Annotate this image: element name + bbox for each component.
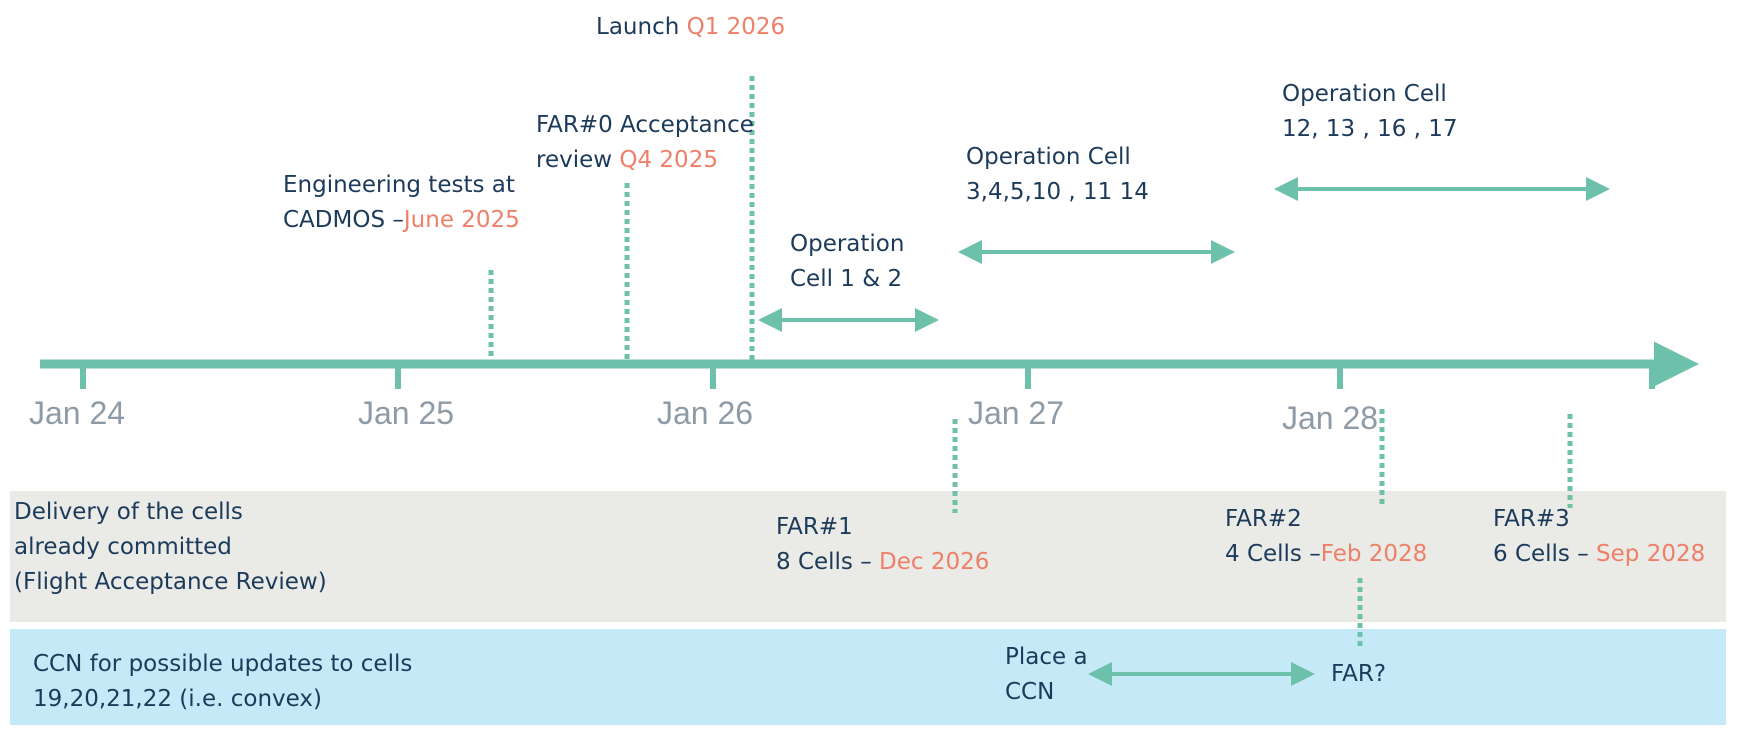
far0-line1: FAR#0 Acceptance — [536, 112, 754, 138]
far2-date: Feb 2028 — [1320, 541, 1428, 567]
engineering-label: Engineering tests at CADMOS –June 2025 — [283, 168, 520, 238]
far0-date: Q4 2025 — [619, 147, 718, 173]
delivery-band — [10, 491, 1726, 622]
far3-name: FAR#3 — [1493, 506, 1570, 532]
ccn-title-line1: CCN for possible updates to cells — [33, 651, 413, 677]
engineering-line1: Engineering tests at — [283, 172, 515, 198]
ccn-title: CCN for possible updates to cells 19,20,… — [33, 647, 412, 717]
place-ccn-line2: CCN — [1005, 679, 1055, 705]
operation-cell-1-2-label: Operation Cell 1 & 2 — [790, 227, 904, 297]
operation-cell-12-line2: 12, 13 , 16 , 17 — [1282, 116, 1458, 142]
launch-date: Q1 2026 — [686, 14, 786, 40]
delivery-title-line2: already committed — [14, 534, 232, 560]
far1-label: FAR#1 8 Cells – Dec 2026 — [776, 510, 989, 580]
operation-cell-1-2-line2: Cell 1 & 2 — [790, 266, 903, 292]
place-ccn-label: Place a CCN — [1005, 640, 1088, 710]
operation-cell-3-line1: Operation Cell — [966, 144, 1131, 170]
operation-cell-1-2-line1: Operation — [790, 231, 905, 257]
delivery-title-line3: (Flight Acceptance Review) — [14, 569, 327, 595]
far3-label: FAR#3 6 Cells – Sep 2028 — [1493, 502, 1705, 572]
ccn-band — [10, 629, 1726, 725]
far1-cells: 8 Cells – — [776, 549, 880, 575]
operation-cell-12-line1: Operation Cell — [1282, 81, 1447, 107]
launch-label: Launch Q1 2026 — [596, 10, 785, 45]
tick-label-jan26: Jan 26 — [657, 395, 754, 431]
far1-cells-line: 8 Cells – Dec 2026 — [776, 545, 989, 580]
delivery-title-line1: Delivery of the cells — [14, 499, 243, 525]
operation-cell-12-label: Operation Cell 12, 13 , 16 , 17 — [1282, 77, 1458, 147]
far2-cells-line: 4 Cells –Feb 2028 — [1225, 537, 1427, 572]
far1-date: Dec 2026 — [879, 549, 990, 575]
tick-label-jan25: Jan 25 — [358, 395, 455, 431]
operation-cell-3-line2: 3,4,5,10 , 11 14 — [966, 179, 1149, 205]
place-ccn-line1: Place a — [1005, 644, 1088, 670]
far0-line2: review Q4 2025 — [536, 143, 754, 178]
engineering-place-text: CADMOS – — [283, 207, 404, 233]
far3-cells-line: 6 Cells – Sep 2028 — [1493, 537, 1705, 572]
launch-text: Launch — [596, 14, 687, 40]
far3-cells: 6 Cells – — [1493, 541, 1597, 567]
far-question-label: FAR? — [1331, 661, 1387, 687]
tick-label-jan24: Jan 24 — [29, 395, 126, 431]
far2-cells: 4 Cells – — [1225, 541, 1321, 567]
operation-cell-3-label: Operation Cell 3,4,5,10 , 11 14 — [966, 140, 1149, 210]
engineering-line2: CADMOS –June 2025 — [283, 203, 520, 238]
far0-review-text: review — [536, 147, 620, 173]
far0-label: FAR#0 Acceptance review Q4 2025 — [536, 108, 754, 178]
engineering-date: June 2025 — [403, 207, 520, 233]
far1-name: FAR#1 — [776, 514, 853, 540]
tick-label-jan27: Jan 27 — [968, 395, 1065, 431]
far3-date: Sep 2028 — [1596, 541, 1706, 567]
delivery-title: Delivery of the cells already committed … — [14, 495, 327, 600]
far2-label: FAR#2 4 Cells –Feb 2028 — [1225, 502, 1427, 572]
ccn-title-line2: 19,20,21,22 (i.e. convex) — [33, 686, 322, 712]
far2-name: FAR#2 — [1225, 506, 1302, 532]
tick-label-jan28: Jan 28 — [1282, 400, 1379, 436]
